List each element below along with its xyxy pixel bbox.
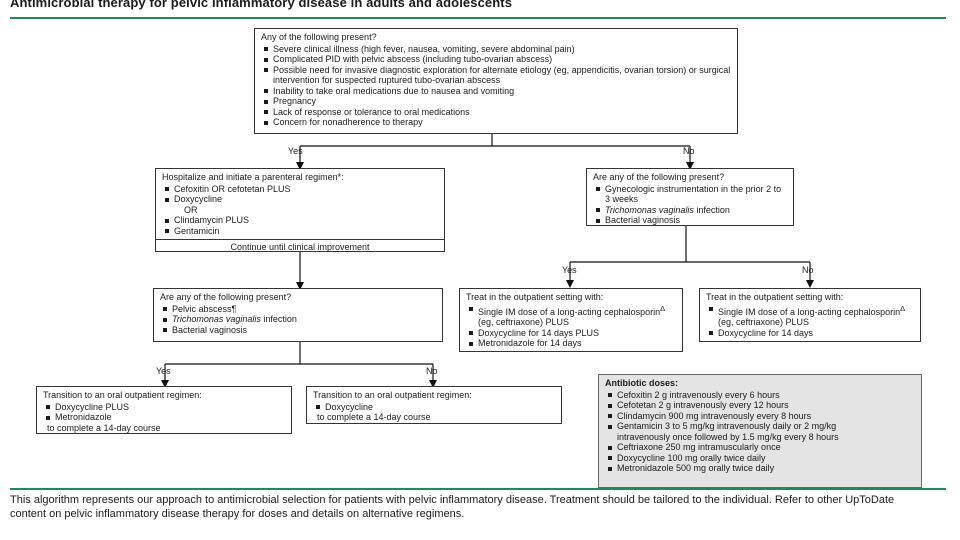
criteria-item: Bacterial vaginosis [160, 325, 436, 336]
criteria-item: Lack of response or tolerance to oral me… [261, 107, 731, 118]
regimen-item: Metronidazole [43, 412, 285, 423]
transition-no-box: Transition to an oral outpatient regimen… [306, 386, 562, 424]
criteria-item: Trichomonas vaginalis infection [160, 314, 436, 325]
left-yes-label: Yes [156, 366, 171, 376]
criteria-item: Inability to take oral medications due t… [261, 86, 731, 97]
doses-heading: Antibiotic doses: [605, 378, 679, 388]
right-yes-label: Yes [562, 265, 577, 275]
right-no-label: No [802, 265, 814, 275]
dose-item: Metronidazole 500 mg orally twice daily [605, 463, 915, 474]
hospitalize-footer: Continue until clinical improvement [156, 239, 444, 255]
dose-item: Gentamicin 3 to 5 mg/kg intravenously da… [605, 421, 915, 442]
left-criteria-box: Are any of the following present? Pelvic… [153, 288, 443, 342]
regimen-item: Doxycycline for 14 days PLUS [466, 328, 676, 339]
outpatient-yes-box: Treat in the outpatient setting with: Si… [459, 288, 683, 352]
transition-yes-heading: Transition to an oral outpatient regimen… [43, 390, 202, 400]
outpatient-yes-heading: Treat in the outpatient setting with: [466, 292, 604, 302]
regimen-item: Doxycycline [162, 194, 438, 205]
transition-yes-box: Transition to an oral outpatient regimen… [36, 386, 292, 434]
regimen-item: Doxycycline [313, 402, 555, 413]
regimen-text: (eg, ceftriaxone) PLUS [718, 317, 810, 327]
criteria-item: Gynecologic instrumentation in the prior… [593, 184, 787, 205]
left-no-label: No [426, 366, 438, 376]
regimen-text: Single IM dose of a long-acting cephalos… [718, 306, 901, 317]
dose-item: Clindamycin 900 mg intravenously every 8… [605, 411, 915, 422]
regimen-text: (eg, ceftriaxone) PLUS [478, 317, 570, 327]
dose-item: Doxycycline 100 mg orally twice daily [605, 453, 915, 464]
regimen-item: Gentamicin [162, 226, 438, 237]
criteria-item: Possible need for invasive diagnostic ex… [261, 65, 731, 86]
title-rule [10, 17, 946, 19]
regimen-item: Single IM dose of a long-acting cephalos… [466, 304, 676, 328]
criteria-item-suffix: infection [693, 204, 730, 215]
criteria-item: Complicated PID with pelvic abscess (inc… [261, 54, 731, 65]
right-criteria-heading: Are any of the following present? [593, 172, 725, 182]
outpatient-no-box: Treat in the outpatient setting with: Si… [699, 288, 921, 342]
initial-criteria-box: Any of the following present? Severe cli… [254, 28, 738, 134]
dose-item: Cefoxitin 2 g intravenously every 6 hour… [605, 390, 915, 401]
initial-criteria-heading: Any of the following present? [261, 32, 377, 42]
antibiotic-doses-box: Antibiotic doses: Cefoxitin 2 g intraven… [598, 374, 922, 488]
footnote-rule [10, 488, 946, 490]
regimen-item: Cefoxitin OR cefotetan PLUS [162, 184, 438, 195]
hospitalize-box: Hospitalize and initiate a parenteral re… [155, 168, 445, 252]
regimen-item: Doxycycline PLUS [43, 402, 285, 413]
top-yes-label: Yes [288, 146, 303, 156]
criteria-item: Bacterial vaginosis [593, 215, 787, 226]
top-no-label: No [683, 146, 695, 156]
regimen-item: Metronidazole for 14 days [466, 338, 676, 349]
left-criteria-heading: Are any of the following present? [160, 292, 292, 302]
criteria-item: Trichomonas vaginalis infection [593, 205, 787, 216]
regimen-item: Doxycycline for 14 days [706, 328, 914, 339]
criteria-item: Pelvic abscess¶ [160, 304, 436, 315]
transition-no-tail: to complete a 14-day course [317, 412, 431, 422]
dose-item: Cefotetan 2 g intravenously every 12 hou… [605, 400, 915, 411]
footnote-mark: Δ [900, 303, 906, 313]
criteria-item-suffix: infection [260, 314, 297, 324]
criteria-item: Severe clinical illness (high fever, nau… [261, 44, 731, 55]
hospitalize-heading: Hospitalize and initiate a parenteral re… [162, 172, 344, 182]
regimen-item: Clindamycin PLUS [162, 215, 438, 226]
organism-name: Trichomonas vaginalis [172, 314, 261, 324]
dose-item: Ceftriaxone 250 mg intramuscularly once [605, 442, 915, 453]
transition-no-heading: Transition to an oral outpatient regimen… [313, 390, 472, 400]
criteria-item: Concern for nonadherence to therapy [261, 117, 731, 128]
criteria-item: Pregnancy [261, 96, 731, 107]
organism-name: Trichomonas vaginalis [605, 204, 694, 215]
footnote-mark: Δ [660, 303, 666, 313]
transition-yes-tail: to complete a 14-day course [47, 422, 161, 433]
outpatient-no-heading: Treat in the outpatient setting with: [706, 292, 844, 302]
footnote-text: This algorithm represents our approach t… [10, 494, 895, 520]
page-title: Antimicrobial therapy for pelvic inflamm… [10, 0, 513, 10]
regimen-item: Single IM dose of a long-acting cephalos… [706, 304, 914, 328]
regimen-text: Single IM dose of a long-acting cephalos… [478, 306, 661, 317]
right-criteria-box: Are any of the following present? Gyneco… [586, 168, 794, 226]
regimen-or: OR [184, 204, 198, 215]
